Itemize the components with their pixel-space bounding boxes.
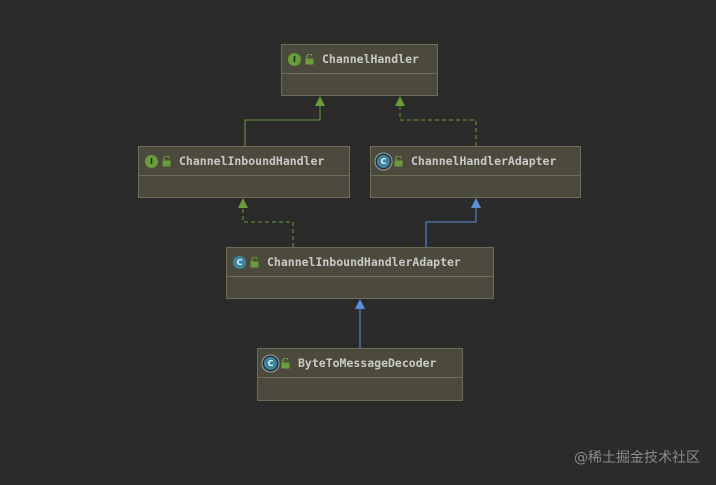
node-header: C ChannelInboundHandlerAdapter <box>227 248 493 277</box>
node-header: C ChannelHandlerAdapter <box>371 147 580 176</box>
node-label: ChannelHandlerAdapter <box>411 154 557 168</box>
node-label: ByteToMessageDecoder <box>298 356 437 370</box>
unlock-icon <box>162 155 171 166</box>
interface-icon: I <box>288 52 301 66</box>
unlock-icon <box>281 357 290 368</box>
node-label: ChannelHandler <box>322 52 419 66</box>
unlock-icon <box>250 256 259 267</box>
watermark: @稀土掘金技术社区 <box>574 450 700 466</box>
edge-adapter-to-handler <box>399 106 477 146</box>
node-header: I ChannelInboundHandler <box>139 147 349 176</box>
node-header: C ByteToMessageDecoder <box>258 349 462 378</box>
abstract-class-icon: C <box>264 356 277 370</box>
class-icon: C <box>233 255 246 269</box>
edge-inboundadapter-to-inbound <box>242 208 294 247</box>
interface-icon: I <box>145 154 158 168</box>
arrowhead-handler-left <box>315 96 325 106</box>
node-label: ChannelInboundHandlerAdapter <box>267 255 461 269</box>
arrowhead-inbound <box>238 198 248 208</box>
node-header: I ChannelHandler <box>282 45 437 74</box>
node-label: ChannelInboundHandler <box>179 154 325 168</box>
edge-inbound-to-handler <box>244 106 321 146</box>
arrowhead-handler-right <box>395 96 405 106</box>
unlock-icon <box>394 155 403 166</box>
arrowhead-adapter <box>471 198 481 208</box>
node-bytetomessagedecoder[interactable]: C ByteToMessageDecoder <box>257 348 463 401</box>
arrowhead-inboundadapter <box>355 299 365 309</box>
abstract-class-icon: C <box>377 154 390 168</box>
node-channelhandler[interactable]: I ChannelHandler <box>281 44 438 96</box>
edge-inboundadapter-to-adapter <box>425 208 477 247</box>
unlock-icon <box>305 53 314 64</box>
node-channelinboundhandleradapter[interactable]: C ChannelInboundHandlerAdapter <box>226 247 494 299</box>
node-channelinboundhandler[interactable]: I ChannelInboundHandler <box>138 146 350 198</box>
node-channelhandleradapter[interactable]: C ChannelHandlerAdapter <box>370 146 581 198</box>
